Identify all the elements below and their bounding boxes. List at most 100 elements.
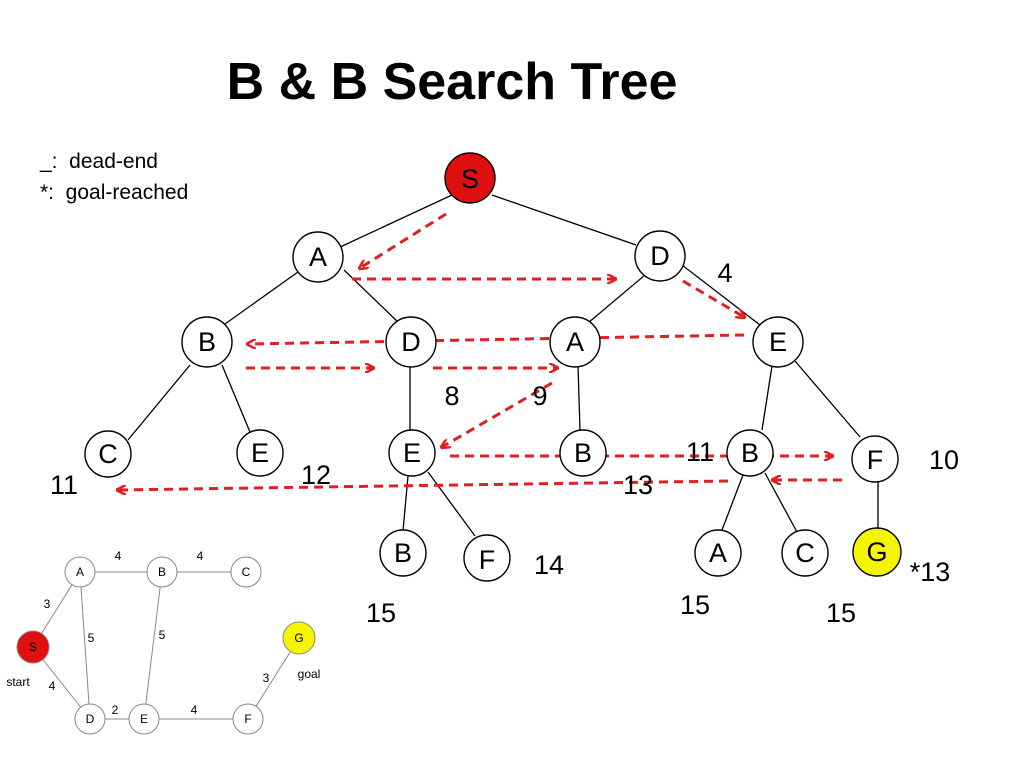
- graph-node-a: A: [64, 556, 96, 588]
- cost-label: 8: [444, 381, 459, 411]
- tree-node-label: B: [574, 438, 592, 468]
- tree-node-c: C: [84, 430, 132, 478]
- cost-label: 13: [623, 470, 653, 500]
- tree-node-b3b: B: [559, 429, 607, 477]
- graph-weight: 4: [115, 549, 122, 563]
- legend-dead-end: _: dead-end: [40, 150, 158, 173]
- tree-node-d2: D: [385, 316, 437, 368]
- tree-node-label: B: [394, 538, 412, 568]
- graph-weight: 2: [112, 703, 119, 717]
- tree-node-d: D: [634, 230, 686, 282]
- tree-node-b3c: B: [726, 429, 774, 477]
- tree-node-label: E: [403, 438, 421, 468]
- edge-e-b3: [761, 365, 773, 431]
- edge-b-c4: [764, 472, 798, 533]
- tree-node-e3a: E: [236, 429, 284, 477]
- tree-node-a4: A: [694, 529, 742, 577]
- cost-label: 11: [686, 437, 714, 467]
- graph-node-label: G: [294, 631, 303, 645]
- graph-node-label: B: [158, 565, 166, 579]
- edge-d-a: [587, 274, 646, 324]
- graph-node-d: D: [74, 703, 106, 735]
- edge-b-a4: [721, 474, 744, 531]
- cost-label: 12: [301, 460, 331, 490]
- page-title: B & B Search Tree: [226, 53, 678, 111]
- cost-label: 11: [50, 470, 78, 500]
- cost-label: *13: [910, 557, 951, 587]
- search-path-arrows: [118, 212, 842, 490]
- tree-node-e3b: E: [388, 429, 436, 477]
- graph-edge-b-e: [143, 571, 163, 720]
- tree-node-c4: C: [781, 529, 829, 577]
- tree-node-label: A: [309, 242, 327, 272]
- arrow-1: [360, 212, 447, 268]
- edge-b-e: [221, 364, 251, 433]
- edge-e-f: [794, 360, 861, 438]
- edge-s-d: [491, 194, 637, 246]
- tree-node-label: B: [198, 327, 216, 357]
- start-node-circle: [444, 152, 496, 204]
- cost-label: 15: [680, 590, 710, 620]
- tree-nodes: S A D B D A E C: [84, 152, 902, 582]
- tree-edges: [127, 194, 879, 537]
- tree-node-label: B: [741, 438, 759, 468]
- graph-node-b: B: [146, 556, 178, 588]
- graph-node-label: A: [76, 565, 84, 579]
- edge-a-b2: [577, 365, 581, 431]
- tree-node-b: B: [181, 316, 233, 368]
- graph-node-label: C: [242, 565, 251, 579]
- tree-node-label: A: [566, 327, 584, 357]
- tree-node-label: E: [769, 327, 787, 357]
- edge-b-c: [127, 364, 191, 441]
- graph-weight: 3: [263, 671, 270, 685]
- tree-node-label: C: [795, 538, 815, 568]
- edge-e-f4: [427, 471, 476, 537]
- tree-node-a: A: [292, 231, 344, 283]
- tree-node-f3: F: [851, 435, 899, 483]
- graph-node-f: F: [232, 703, 264, 735]
- tree-node-label: A: [709, 538, 727, 568]
- graph-node-label: S: [29, 640, 37, 654]
- source-graph: 3 4 4 4 5 5 2 4 3 S A B C D E: [6, 549, 321, 735]
- graph-node-label: D: [86, 712, 95, 726]
- graph-weight: 4: [197, 549, 204, 563]
- graph-weight: 5: [88, 631, 95, 645]
- graph-weight: 4: [49, 679, 56, 693]
- graph-weight: 5: [159, 628, 166, 642]
- arrow-10: [118, 479, 729, 490]
- cost-label: 15: [366, 598, 396, 628]
- graph-node-c: C: [230, 556, 262, 588]
- arrow-7: [442, 381, 553, 447]
- legend-goal-reached: *: goal-reached: [40, 181, 189, 204]
- arrow-3: [682, 279, 744, 317]
- cost-label: 4: [717, 258, 732, 288]
- graph-goal-label: goal: [298, 667, 321, 681]
- cost-label: 15: [826, 598, 856, 628]
- goal-node-circle: [852, 527, 902, 577]
- tree-node-a2: A: [549, 316, 601, 368]
- tree-node-label: S: [461, 164, 479, 194]
- tree-node-e: E: [752, 316, 804, 368]
- graph-node-g: G: [282, 621, 316, 655]
- tree-node-b4: B: [379, 529, 427, 577]
- tree-node-g: G: [852, 527, 902, 577]
- graph-weight: 4: [191, 703, 198, 717]
- tree-node-label: E: [251, 438, 269, 468]
- cost-labels: 4 8 9 11 12 13 11 10 14 15 15 15 *13: [50, 258, 959, 628]
- edge-s-a: [337, 194, 453, 249]
- edge-a-b: [224, 271, 299, 325]
- cost-label: 9: [532, 381, 547, 411]
- tree-node-f4: F: [463, 534, 511, 582]
- cost-label: 14: [534, 550, 564, 580]
- tree-node-label: F: [479, 545, 496, 575]
- graph-node-e: E: [128, 703, 160, 735]
- graph-weight: 3: [44, 597, 51, 611]
- arrow-4: [248, 333, 745, 344]
- graph-node-label: E: [140, 712, 148, 726]
- cost-label: 10: [929, 445, 959, 475]
- graph-node-s: S: [16, 630, 50, 664]
- graph-edge-a-d: [79, 571, 91, 720]
- tree-node-label: G: [866, 537, 887, 567]
- tree-node-label: C: [98, 439, 118, 469]
